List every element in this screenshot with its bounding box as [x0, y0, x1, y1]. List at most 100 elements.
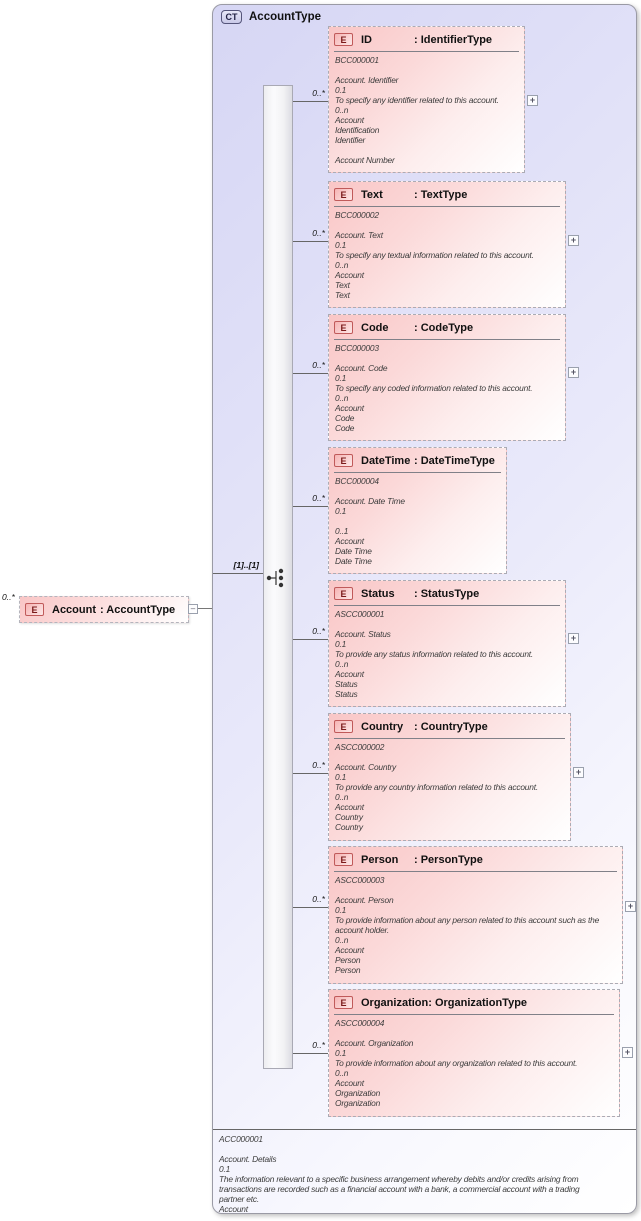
- doc-line: Account. Person: [335, 895, 394, 905]
- expand-toggle-icon[interactable]: +: [568, 367, 579, 378]
- doc-line: [335, 1028, 614, 1038]
- root-connector-line: [198, 608, 212, 609]
- doc-line: Account: [335, 802, 364, 812]
- doc-line: Account. Date Time: [335, 496, 405, 506]
- element-box[interactable]: E Organization : OrganizationType ASCC00…: [328, 989, 620, 1117]
- element-badge: E: [334, 33, 353, 46]
- doc-line: To provide any status information relate…: [335, 649, 534, 659]
- complex-type-header: CT AccountType: [221, 10, 321, 24]
- doc-line: 0..n: [335, 260, 349, 270]
- footer-separator: [213, 1129, 636, 1130]
- doc-line: Account. Organization: [335, 1038, 414, 1048]
- complex-type-badge: CT: [221, 10, 242, 24]
- doc-line: To specify any identifier related to thi…: [335, 95, 499, 105]
- child-cardinality: 0..*: [312, 1040, 325, 1050]
- doc-line: 0..n: [335, 935, 349, 945]
- doc-line: To provide any country information relat…: [335, 782, 538, 792]
- connector-line: [293, 773, 328, 774]
- element-type: : PersonType: [414, 853, 483, 866]
- sequence-connector-line: [213, 573, 263, 574]
- element-badge: E: [334, 587, 353, 600]
- root-cardinality: 0..*: [2, 592, 15, 602]
- element-name: ID: [361, 33, 372, 46]
- doc-line: Account: [335, 270, 364, 280]
- doc-line: 0..n: [335, 393, 349, 403]
- expand-toggle-icon[interactable]: +: [573, 767, 584, 778]
- connector-line: [293, 1053, 328, 1054]
- doc-line: To specify any coded information related…: [335, 383, 533, 393]
- doc-line: To provide information about any organiz…: [335, 1058, 578, 1068]
- doc-line: Account: [335, 945, 364, 955]
- header-separator: [334, 472, 501, 473]
- element-name: DateTime: [361, 454, 411, 467]
- child-cardinality: 0..*: [312, 626, 325, 636]
- header-separator: [334, 738, 565, 739]
- connector-line: [293, 241, 328, 242]
- doc-line: 0.1: [335, 506, 347, 516]
- connector-line: [293, 373, 328, 374]
- doc-line: [335, 220, 560, 230]
- element-badge: E: [334, 996, 353, 1009]
- element-type: : CodeType: [414, 321, 474, 334]
- element-account[interactable]: E Account : AccountType: [19, 596, 189, 623]
- footer-doc-line: Account. Details: [219, 1154, 277, 1164]
- collapse-toggle[interactable]: –: [188, 604, 198, 614]
- element-badge: E: [334, 321, 353, 334]
- doc-line: Identification: [335, 125, 380, 135]
- element-badge: E: [334, 853, 353, 866]
- doc-line: To specify any textual information relat…: [335, 250, 534, 260]
- expand-toggle-icon[interactable]: +: [625, 901, 636, 912]
- doc-line: [335, 885, 617, 895]
- element-header: E Status : StatusType: [329, 581, 565, 604]
- element-badge: E: [334, 454, 353, 467]
- doc-line: BCC000002: [335, 210, 379, 220]
- footer-doc-line: Account: [219, 1204, 248, 1214]
- doc-line: 0.1: [335, 772, 347, 782]
- element-header: E Country : CountryType: [329, 714, 570, 737]
- doc-line: [335, 486, 501, 496]
- expand-toggle-icon[interactable]: +: [527, 95, 538, 106]
- doc-line: 0.1: [335, 240, 347, 250]
- element-type: : OrganizationType: [428, 996, 528, 1009]
- child-cardinality: 0..*: [312, 894, 325, 904]
- header-separator: [334, 51, 519, 52]
- doc-line: 0.1: [335, 85, 347, 95]
- doc-line: Text: [335, 280, 350, 290]
- connector-line: [293, 639, 328, 640]
- sequence-icon: [266, 568, 284, 588]
- doc-line: Country: [335, 812, 363, 822]
- element-type: : IdentifierType: [414, 33, 493, 46]
- expand-toggle-icon[interactable]: +: [568, 235, 579, 246]
- doc-line: 0..1: [335, 526, 349, 536]
- expand-toggle-icon[interactable]: +: [622, 1047, 633, 1058]
- doc-line: ASCC000003: [335, 875, 385, 885]
- doc-line: Date Time: [335, 556, 372, 566]
- doc-line: [335, 619, 560, 629]
- doc-line: Code: [335, 413, 355, 423]
- element-header: E ID : IdentifierType: [329, 27, 524, 50]
- header-separator: [334, 1014, 614, 1015]
- child-cardinality: 0..*: [312, 88, 325, 98]
- doc-line: ASCC000001: [335, 609, 385, 619]
- expand-toggle-icon[interactable]: +: [568, 633, 579, 644]
